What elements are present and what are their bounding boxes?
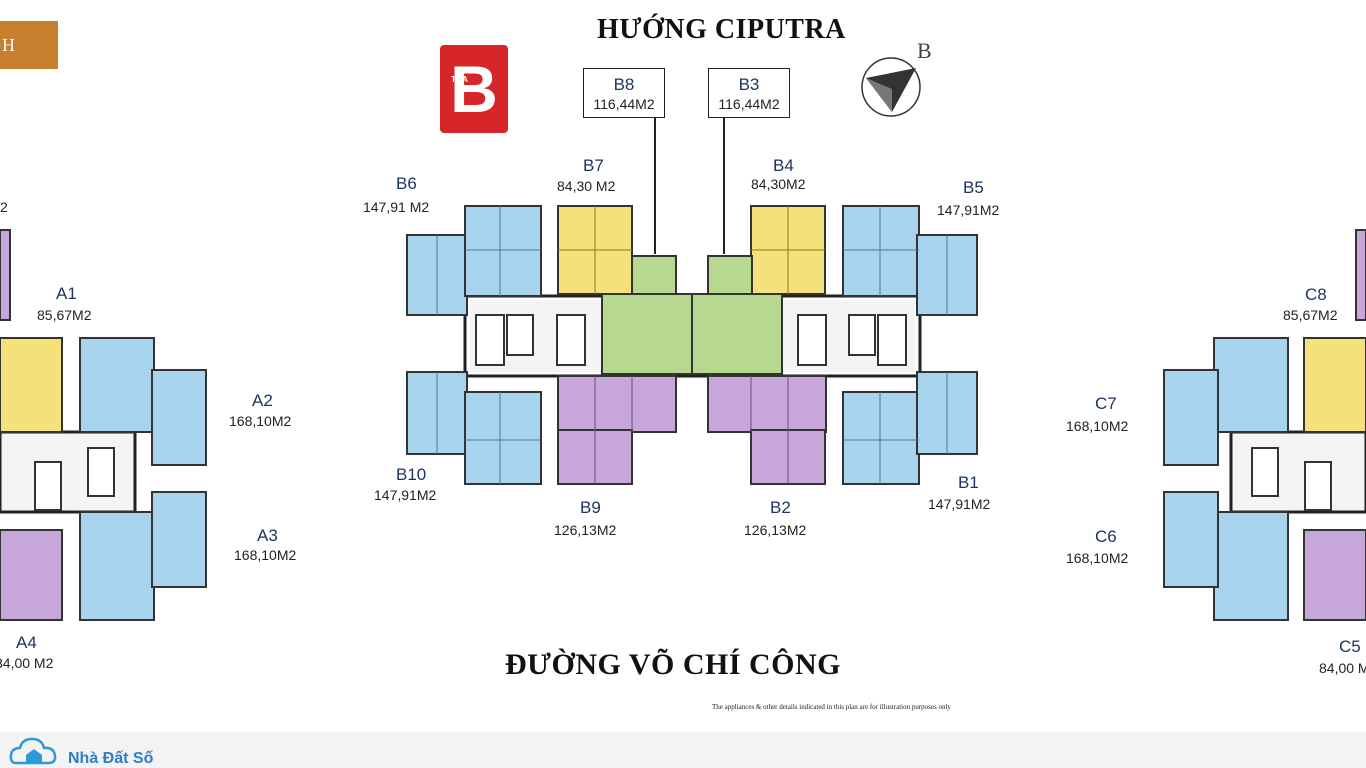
- unit-area-c7: 168,10M2: [1066, 418, 1129, 434]
- unit-code-c7: C7: [1095, 394, 1117, 413]
- site-logo[interactable]: Nhà Đất Số: [68, 750, 154, 767]
- unit-code-a1: A1: [56, 284, 77, 303]
- unit-area-b4: 84,30M2: [751, 176, 806, 192]
- unit-area-a2: 168,10M2: [229, 413, 292, 429]
- unit-area: 116,44M2: [718, 96, 780, 112]
- unit-area-a1: 85,67M2: [37, 307, 92, 323]
- unit-code-b2: B2: [770, 498, 791, 517]
- callout-b3: B3 116,44M2: [708, 68, 790, 118]
- unit-code-c5: C5: [1339, 637, 1361, 656]
- tower-logo: B TÒA: [440, 45, 508, 133]
- unit-code-c6: C6: [1095, 527, 1117, 546]
- unit-area-b5: 147,91M2: [937, 202, 1000, 218]
- unit-code-b6: B6: [396, 174, 417, 193]
- unit-code-b10: B10: [396, 465, 427, 484]
- footer-bar: [0, 732, 1366, 768]
- unit-area-b9: 126,13M2: [554, 522, 617, 538]
- unit-code-b7: B7: [583, 156, 604, 175]
- callout-b8: B8 116,44M2: [583, 68, 665, 118]
- compass-icon: [861, 57, 921, 117]
- unit-code-b5: B5: [963, 178, 984, 197]
- unit-area-b7: 84,30 M2: [557, 178, 616, 194]
- unit-code-a2: A2: [252, 391, 273, 410]
- unit-area-c6: 168,10M2: [1066, 550, 1129, 566]
- unit-code-c8: C8: [1305, 285, 1327, 304]
- unit-area-c5: 84,00 M2: [1319, 660, 1366, 676]
- tower-logo-letter: B: [450, 52, 498, 126]
- unit-area-c8: 85,67M2: [1283, 307, 1338, 323]
- unit-code-b9: B9: [580, 498, 601, 517]
- unit-area-b10: 147,91M2: [374, 487, 437, 503]
- unit-area: 116,44M2: [593, 96, 655, 112]
- tower-logo-small: TÒA: [451, 75, 468, 84]
- unit-area-partial: 2: [0, 199, 8, 215]
- unit-code: B8: [613, 75, 635, 94]
- house-cloud-icon: [9, 737, 57, 765]
- unit-area-b2: 126,13M2: [744, 522, 807, 538]
- leader-b8: [654, 118, 656, 254]
- unit-code-b4: B4: [773, 156, 794, 175]
- unit-code-a3: A3: [257, 526, 278, 545]
- disclaimer-text: The appliances & other details indicated…: [712, 703, 951, 711]
- section-tab: H: [0, 21, 58, 69]
- unit-area-a4: 84,00 M2: [0, 655, 54, 671]
- road-title: ĐƯỜNG VÕ CHÍ CÔNG: [505, 648, 842, 681]
- unit-area-b6: 147,91 M2: [363, 199, 430, 215]
- unit-code-a4: A4: [16, 633, 37, 652]
- unit-code: B3: [738, 75, 760, 94]
- direction-title: HƯỚNG CIPUTRA: [597, 14, 846, 45]
- unit-area-b1: 147,91M2: [928, 496, 991, 512]
- compass-letter: B: [917, 38, 932, 63]
- unit-code-b1: B1: [958, 473, 979, 492]
- unit-area-a3: 168,10M2: [234, 547, 297, 563]
- leader-b3: [723, 118, 725, 254]
